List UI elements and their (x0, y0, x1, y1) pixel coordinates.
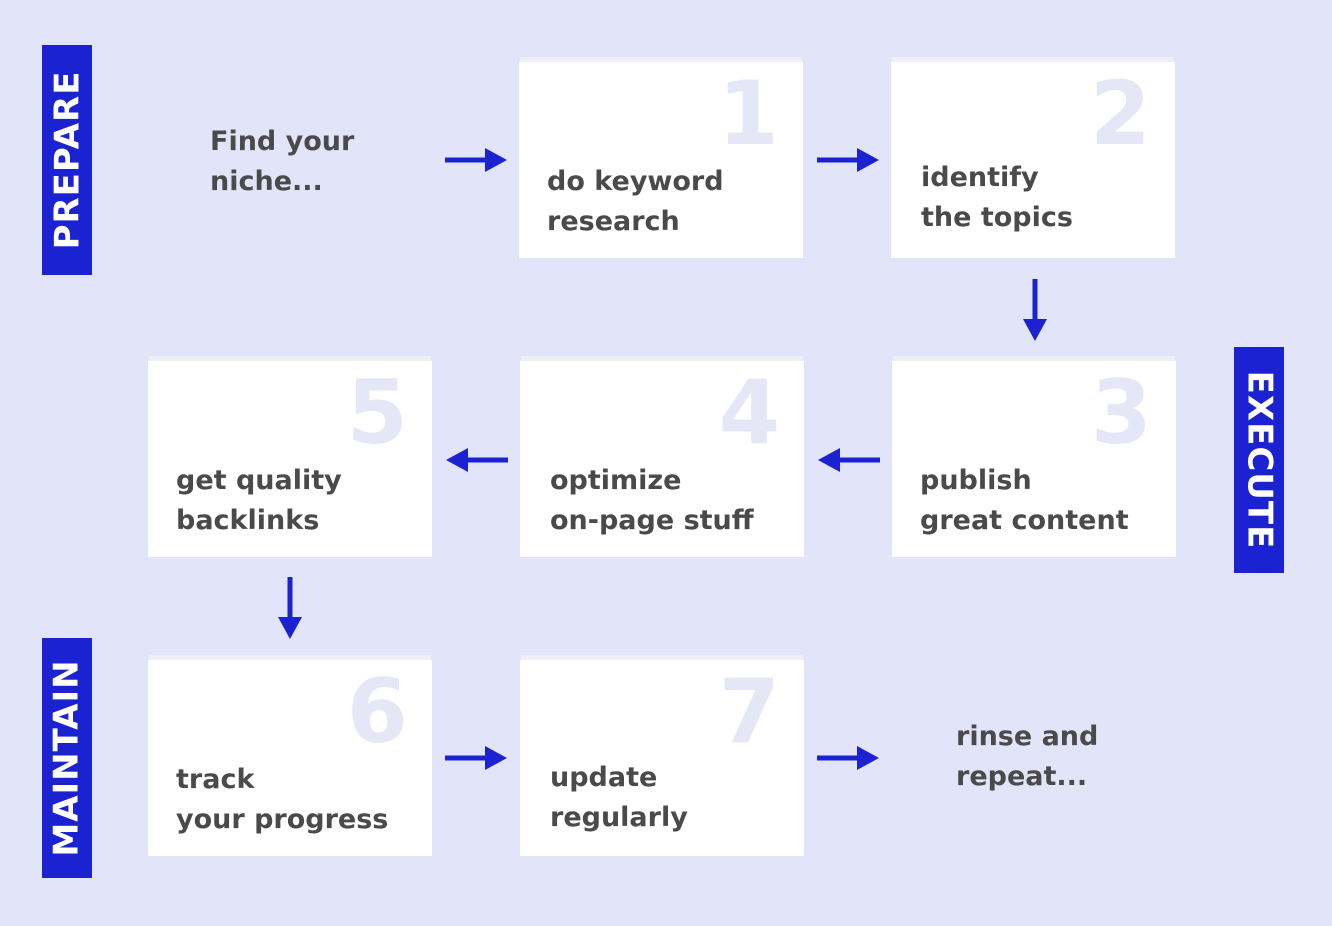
step-card-7: 7 update regularly (520, 660, 804, 856)
step-card-1: 1 do keyword research (519, 62, 803, 258)
step-6-line-2: your progress (176, 804, 389, 835)
step-1-line-1: do keyword (547, 166, 724, 197)
step-7-line-1: update (550, 762, 658, 793)
step-3-line-2: great content (920, 505, 1129, 536)
arrow-right-icon (817, 744, 879, 772)
step-5-line-2: backlinks (176, 505, 320, 536)
step-card-5: 5 get quality backlinks (148, 361, 432, 557)
step-card-3: 3 publish great content (892, 361, 1176, 557)
step-2-line-2: the topics (921, 202, 1073, 233)
phase-label-prepare-text: PREPARE (47, 70, 87, 250)
outro-text: rinse and repeat... (956, 717, 1098, 797)
step-text-7: update regularly (550, 758, 688, 838)
outro-line-2: repeat... (956, 761, 1088, 792)
step-6-line-1: track (176, 764, 255, 795)
step-card-2: 2 identify the topics (891, 62, 1175, 258)
step-number-3: 3 (1090, 361, 1152, 464)
intro-line-1: Find your (210, 126, 355, 157)
step-number-4: 4 (718, 361, 780, 464)
step-4-line-1: optimize (550, 465, 682, 496)
step-number-5: 5 (346, 361, 408, 464)
phase-label-execute: EXECUTE (1234, 347, 1284, 573)
step-5-line-1: get quality (176, 465, 342, 496)
phase-label-maintain: MAINTAIN (42, 638, 92, 878)
step-text-1: do keyword research (547, 162, 724, 242)
step-3-line-1: publish (920, 465, 1032, 496)
step-text-4: optimize on-page stuff (550, 461, 754, 541)
arrow-right-icon (817, 146, 879, 174)
step-7-line-2: regularly (550, 802, 688, 833)
step-card-4: 4 optimize on-page stuff (520, 361, 804, 557)
arrow-left-icon (818, 446, 880, 474)
arrow-right-icon (445, 744, 507, 772)
arrow-right-icon (445, 146, 507, 174)
arrow-down-icon (276, 577, 304, 639)
phase-label-maintain-text: MAINTAIN (47, 659, 88, 857)
step-2-line-1: identify (921, 162, 1039, 193)
arrow-left-icon (446, 446, 508, 474)
phase-label-execute-text: EXECUTE (1239, 370, 1279, 550)
step-text-5: get quality backlinks (176, 461, 342, 541)
intro-line-2: niche... (210, 166, 323, 197)
step-number-7: 7 (718, 660, 780, 763)
step-number-2: 2 (1089, 62, 1151, 165)
step-1-line-2: research (547, 206, 680, 237)
step-4-line-2: on-page stuff (550, 505, 754, 536)
step-text-6: track your progress (176, 760, 388, 840)
step-text-2: identify the topics (921, 158, 1073, 238)
arrow-down-icon (1021, 279, 1049, 341)
intro-text: Find your niche... (210, 122, 354, 202)
step-text-3: publish great content (920, 461, 1129, 541)
step-number-1: 1 (717, 62, 779, 165)
step-card-6: 6 track your progress (148, 660, 432, 856)
outro-line-1: rinse and (956, 721, 1099, 752)
phase-label-prepare: PREPARE (42, 45, 92, 275)
step-number-6: 6 (346, 660, 408, 763)
